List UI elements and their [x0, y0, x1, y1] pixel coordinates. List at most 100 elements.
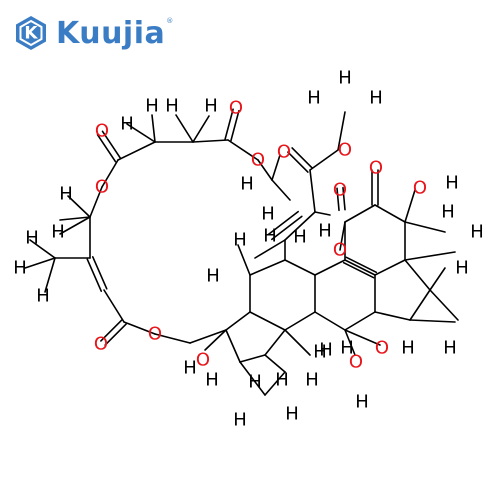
ring-bond — [374, 204, 406, 223]
hydrogen-atom: H — [59, 184, 73, 205]
oxygen-atom: O — [148, 324, 162, 345]
double-bond — [224, 108, 234, 141]
bond — [89, 186, 103, 218]
ester-carbonyl — [291, 147, 313, 169]
hydrogen-atom: H — [204, 96, 218, 117]
bond — [264, 329, 286, 356]
oxygen-atom: O — [413, 178, 427, 199]
oxygen-atom: O — [333, 180, 347, 201]
bond — [344, 329, 356, 356]
bond — [189, 329, 227, 344]
bond — [126, 123, 156, 143]
ring-bond — [409, 289, 431, 321]
ring-bond — [284, 259, 316, 276]
bond — [264, 371, 286, 396]
hydrogen-atom: H — [443, 338, 457, 359]
bond — [271, 179, 291, 201]
hydrogen-atom: H — [13, 258, 27, 279]
logo-registered: ® — [166, 17, 174, 25]
ring-bond — [314, 259, 346, 276]
oxygen-atom: O — [94, 334, 108, 355]
bond — [151, 114, 156, 143]
hydrogen-atom: H — [445, 173, 459, 194]
methyl-bond — [404, 221, 446, 233]
hydrogen-atom: H — [275, 370, 289, 391]
hydrogen-atom: H — [233, 230, 247, 251]
bond — [29, 239, 56, 259]
bond — [429, 267, 446, 291]
double-bond — [96, 133, 117, 163]
double-bond — [91, 255, 108, 290]
ene-bond — [271, 215, 303, 241]
bond — [59, 216, 91, 235]
bond — [314, 211, 331, 216]
ring-bond — [314, 311, 346, 331]
bond — [154, 333, 191, 344]
oxygen-atom: O — [375, 338, 389, 359]
oxygen-atom: O — [251, 150, 265, 171]
hydrogen-atom: H — [120, 114, 134, 135]
hydrogen-atom: H — [261, 204, 275, 225]
double-bond — [104, 323, 127, 346]
bond — [24, 257, 56, 269]
bond — [225, 329, 241, 363]
carbonyl — [342, 186, 346, 211]
hydrogen-atom: H — [25, 228, 39, 249]
ring-bond — [344, 204, 376, 223]
carbonyl — [336, 187, 340, 212]
oxygen-atom: O — [349, 352, 363, 373]
bond — [254, 239, 286, 259]
ring-bond — [344, 311, 376, 331]
hydrogen-atom: H — [145, 96, 159, 117]
hydrogen-atom: H — [263, 226, 277, 247]
ring-bond — [374, 311, 411, 321]
logo-name: Kuujia — [56, 15, 166, 51]
bond — [103, 289, 125, 323]
oxygen-atom: O — [369, 158, 383, 179]
oxygen-atom: O — [333, 240, 347, 261]
bond — [284, 329, 311, 356]
double-bond — [100, 319, 123, 342]
hydrogen-atom: H — [240, 174, 254, 195]
double-bond — [101, 130, 122, 160]
bond — [117, 141, 156, 161]
bond — [204, 329, 227, 351]
hydrogen-atom: H — [233, 410, 247, 431]
oxygen-atom: O — [95, 121, 109, 142]
kuujia-hexagon-icon: K — [16, 16, 46, 50]
hydrogen-atom: H — [319, 340, 333, 361]
ester-carbonyl — [287, 151, 309, 173]
bond — [175, 114, 194, 143]
ring-double-bond — [342, 261, 375, 279]
logo-mark: K — [24, 24, 38, 44]
bond — [59, 216, 91, 221]
oxygen-atom: O — [277, 142, 291, 163]
bond — [239, 354, 266, 363]
bond — [264, 354, 286, 373]
ring-bond — [249, 311, 286, 331]
bond — [239, 361, 266, 396]
ring-bond — [249, 259, 286, 276]
bond — [271, 154, 281, 181]
double-bond — [86, 258, 103, 293]
ring-bond — [225, 311, 251, 331]
hydrogen-atom: H — [248, 372, 262, 393]
oxygen-atom: O — [229, 98, 243, 119]
hydrogen-atom: H — [206, 266, 220, 287]
bond — [101, 159, 119, 188]
ring-bond — [404, 259, 431, 291]
hydrogen-atom: H — [338, 68, 352, 89]
bond — [237, 244, 251, 276]
hydrogen-atom: H — [307, 88, 321, 109]
bond — [284, 211, 316, 241]
hydrogen-atom: H — [401, 338, 415, 359]
bond — [192, 139, 229, 143]
hydrogen-atom: H — [340, 338, 354, 359]
bond — [227, 139, 259, 161]
oxygen-atom: O — [338, 140, 352, 161]
hydrogen-atom: H — [318, 221, 332, 242]
bond — [404, 251, 456, 261]
